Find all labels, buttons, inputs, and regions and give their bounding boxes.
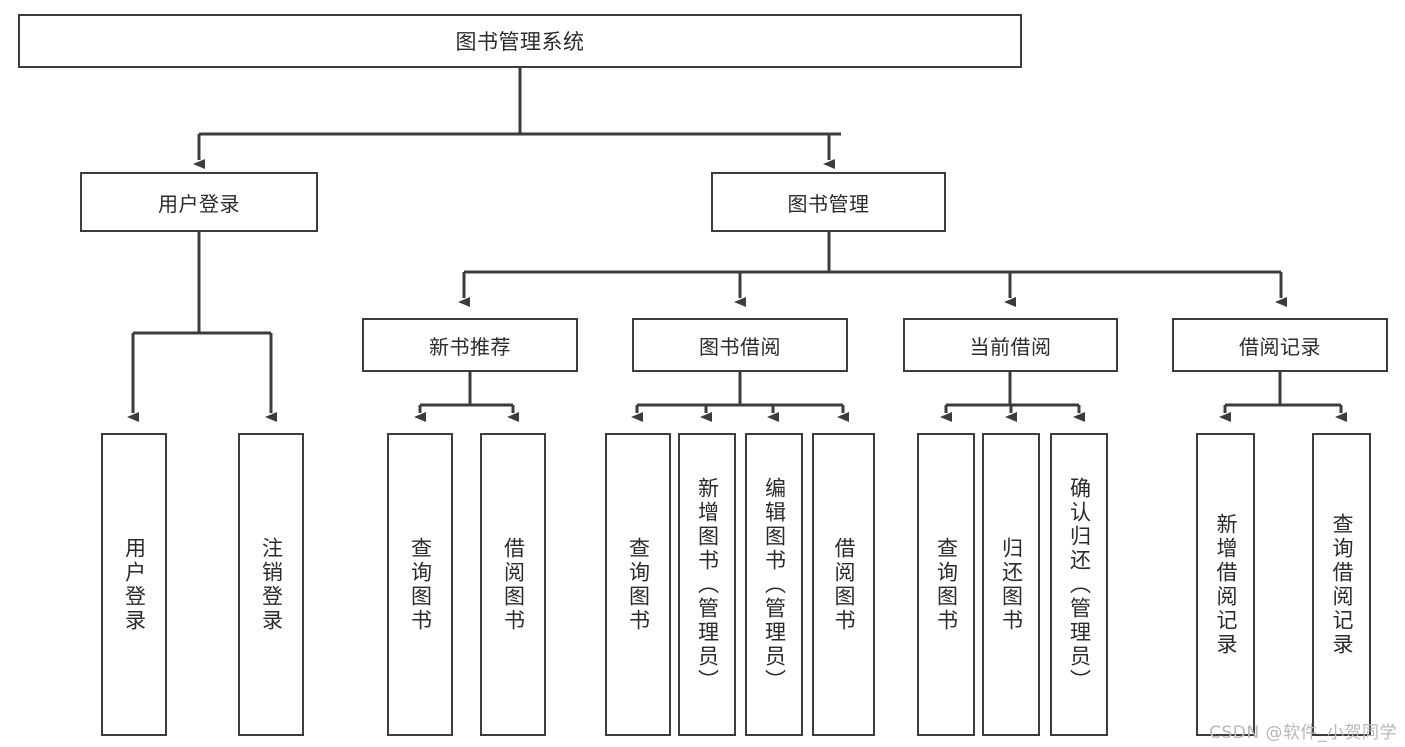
leaf-query-book-2-label: 查询图书 xyxy=(626,536,651,633)
leaf-edit-book[interactable]: 编辑图书（管理员） xyxy=(745,433,803,736)
node-new-book-recommend[interactable]: 新书推荐 xyxy=(362,318,578,372)
leaf-user-login-label: 用户登录 xyxy=(122,536,147,633)
leaf-query-book-1-label: 查询图书 xyxy=(408,536,433,633)
leaf-add-book-label: 新增图书（管理员） xyxy=(695,476,720,693)
node-borrow-record[interactable]: 借阅记录 xyxy=(1172,318,1388,372)
leaf-return-book-label: 归还图书 xyxy=(999,536,1024,633)
leaf-query-book-2[interactable]: 查询图书 xyxy=(605,433,671,736)
leaf-query-borrow-record-label: 查询借阅记录 xyxy=(1330,512,1354,657)
node-book-manage-label: 图书管理 xyxy=(787,191,870,216)
leaf-query-book-3-label: 查询图书 xyxy=(934,536,959,633)
leaf-borrow-book-1[interactable]: 借阅图书 xyxy=(480,433,546,736)
leaf-query-borrow-record[interactable]: 查询借阅记录 xyxy=(1312,433,1371,736)
node-new-book-recommend-label: 新书推荐 xyxy=(429,334,511,359)
leaf-return-book[interactable]: 归还图书 xyxy=(982,433,1040,736)
leaf-user-logout[interactable]: 注销登录 xyxy=(238,433,304,736)
leaf-borrow-book-2[interactable]: 借阅图书 xyxy=(812,433,875,736)
leaf-borrow-book-1-label: 借阅图书 xyxy=(501,536,526,633)
leaf-borrow-book-2-label: 借阅图书 xyxy=(832,536,856,633)
node-borrow-record-label: 借阅记录 xyxy=(1239,334,1321,359)
node-root-label: 图书管理系统 xyxy=(455,30,585,54)
node-user-login-label: 用户登录 xyxy=(158,191,240,216)
node-book-borrow-label: 图书借阅 xyxy=(699,334,781,359)
node-user-login[interactable]: 用户登录 xyxy=(80,172,318,232)
node-root[interactable]: 图书管理系统 xyxy=(18,14,1022,68)
leaf-edit-book-label: 编辑图书（管理员） xyxy=(762,476,787,693)
leaf-query-book-1[interactable]: 查询图书 xyxy=(387,433,453,736)
leaf-confirm-return-label: 确认归还（管理员） xyxy=(1067,476,1092,693)
leaf-user-logout-label: 注销登录 xyxy=(259,536,284,633)
leaf-add-borrow-record-label: 新增借阅记录 xyxy=(1214,512,1238,657)
leaf-confirm-return[interactable]: 确认归还（管理员） xyxy=(1050,433,1108,736)
node-book-manage[interactable]: 图书管理 xyxy=(711,172,946,232)
node-current-borrow[interactable]: 当前借阅 xyxy=(903,318,1118,372)
leaf-add-book[interactable]: 新增图书（管理员） xyxy=(678,433,736,736)
node-current-borrow-label: 当前借阅 xyxy=(969,334,1052,359)
leaf-query-book-3[interactable]: 查询图书 xyxy=(917,433,975,736)
leaf-add-borrow-record[interactable]: 新增借阅记录 xyxy=(1196,433,1255,736)
node-book-borrow[interactable]: 图书借阅 xyxy=(632,318,848,372)
leaf-user-login[interactable]: 用户登录 xyxy=(101,433,167,736)
